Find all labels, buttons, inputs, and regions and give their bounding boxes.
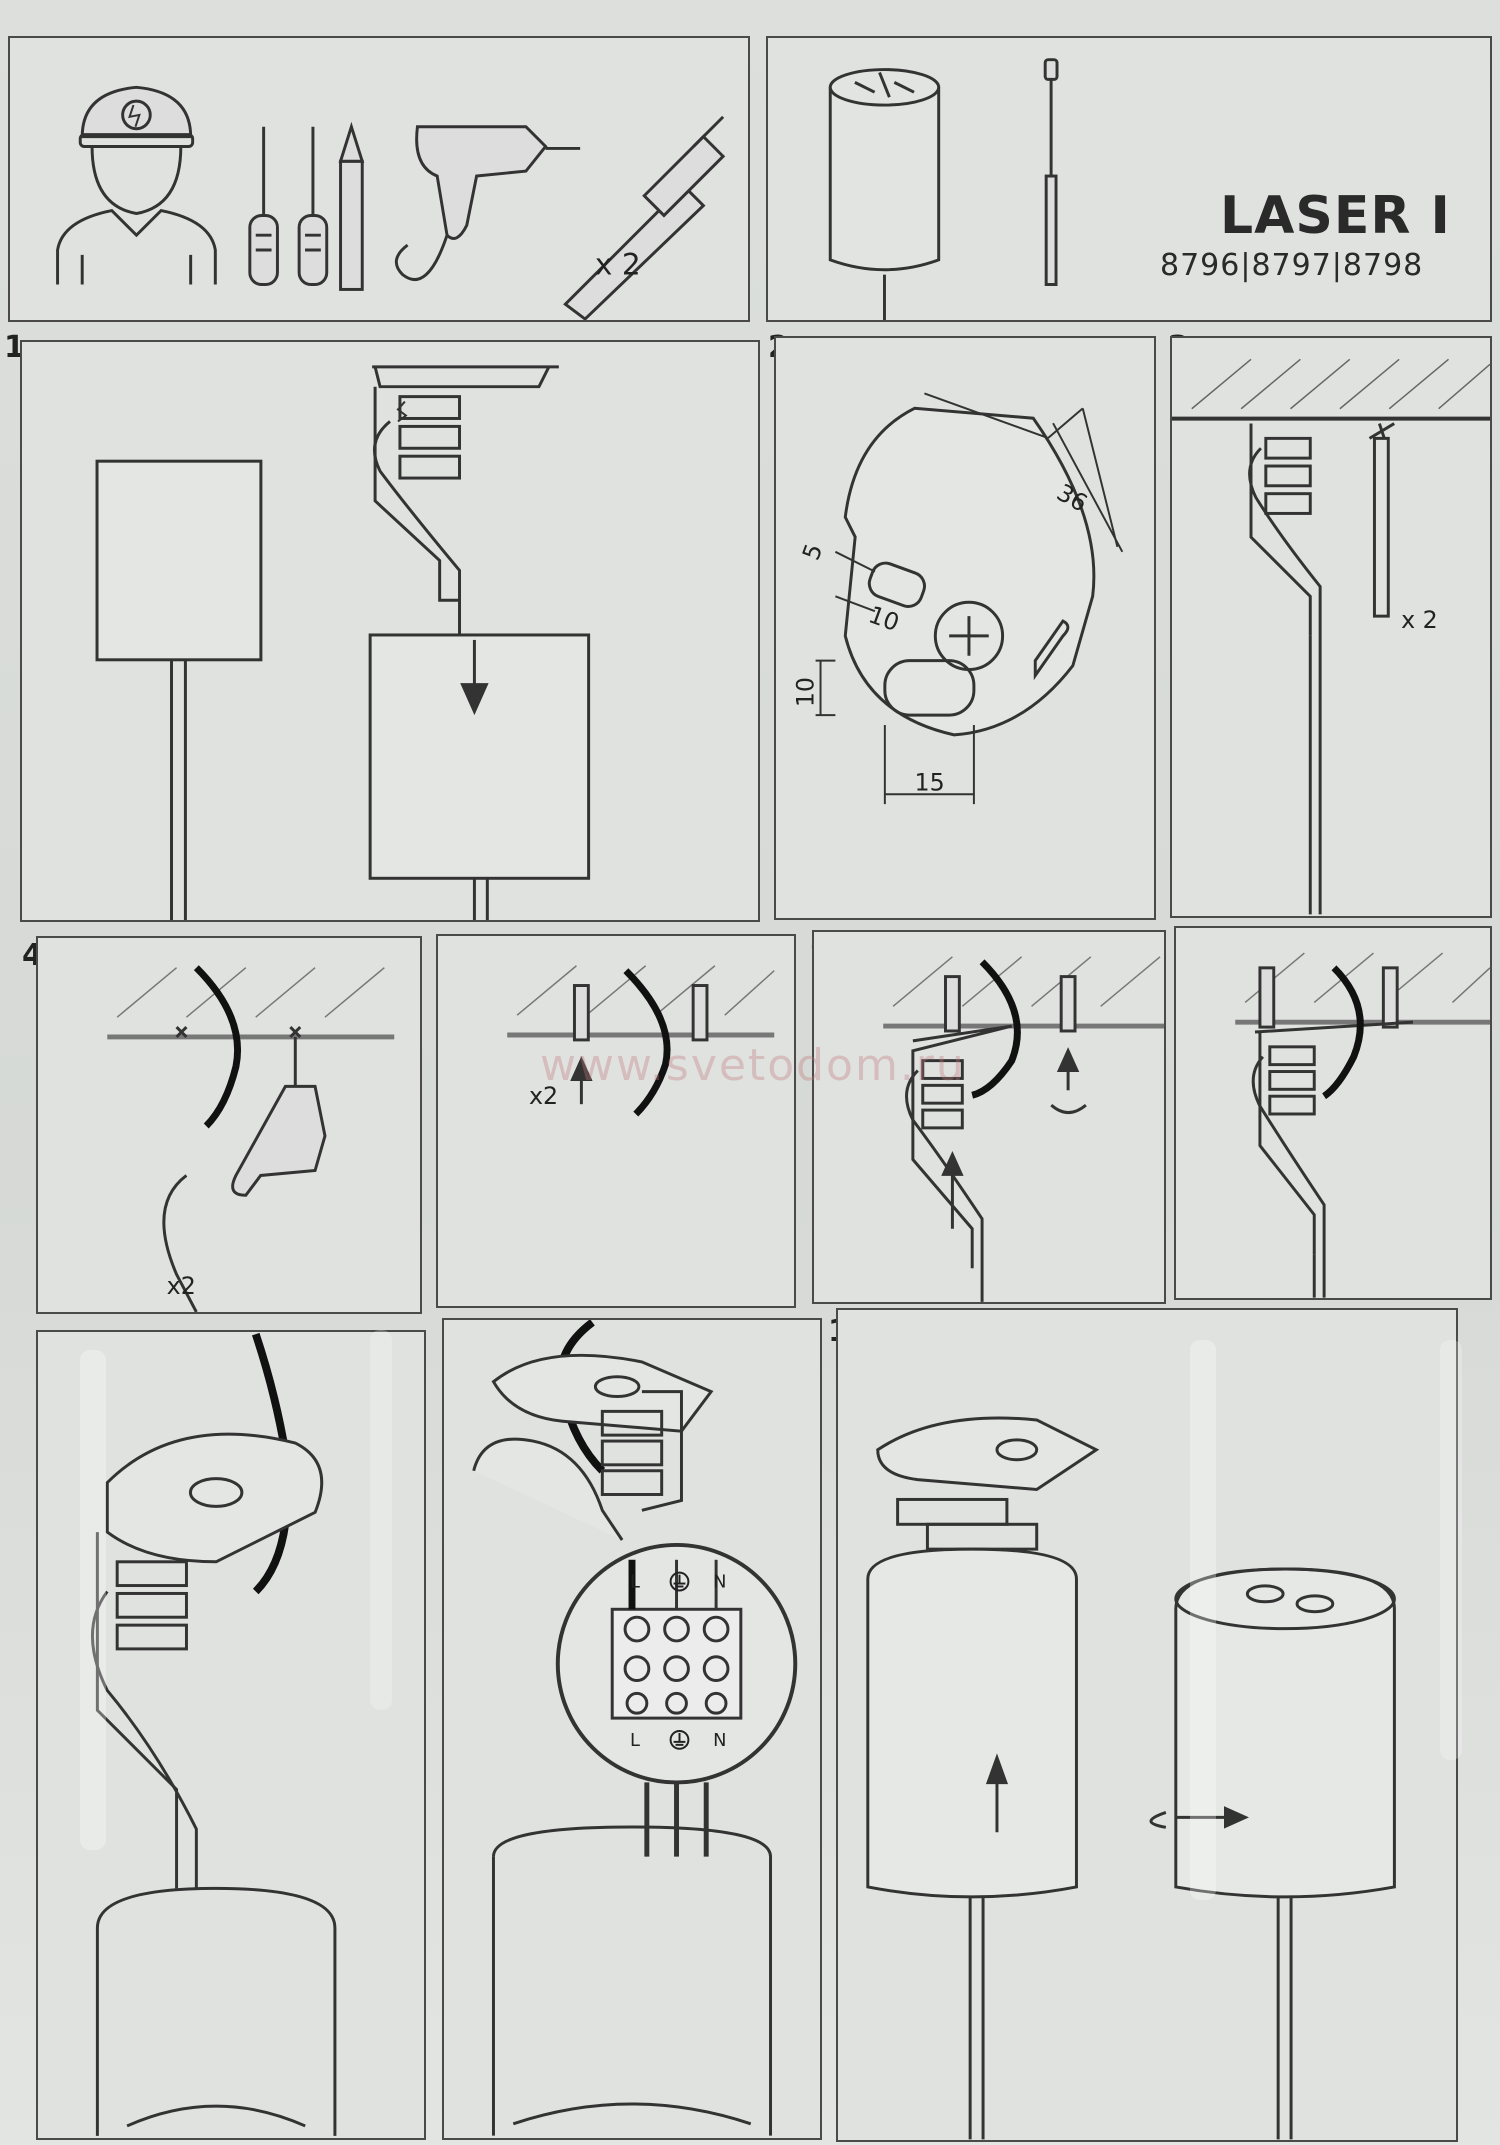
ground-symbol-icon xyxy=(669,1571,690,1592)
terminal-bottom-n: N xyxy=(713,1730,726,1751)
step-5-panel: x2 xyxy=(436,934,796,1308)
product-title: LASER I xyxy=(1220,186,1451,246)
step-3-panel: x 2 xyxy=(1170,336,1492,918)
step-5-illustration: x2 xyxy=(507,965,775,1117)
step-3-quantity: x 2 xyxy=(1401,606,1438,634)
step-4-quantity: x2 xyxy=(167,1272,196,1300)
screwdriver-icon xyxy=(248,126,329,286)
product-panel: LASER I 8796|8797|8798 xyxy=(766,36,1492,322)
step-1-illustration xyxy=(95,365,591,920)
step-7-panel xyxy=(1174,926,1492,1300)
photo-glare xyxy=(1190,1340,1216,1900)
tools-panel: x 2 xyxy=(8,36,750,322)
photo-glare xyxy=(1440,1340,1462,1760)
terminal-bottom-l: L xyxy=(630,1730,640,1751)
dim-15: 15 xyxy=(915,768,945,796)
drill-icon xyxy=(394,125,581,281)
step-9-panel: L N L N xyxy=(442,1318,822,2140)
step-3-illustration: x 2 xyxy=(1172,358,1490,915)
step-5-quantity: x2 xyxy=(529,1082,558,1110)
dowel-screw-icon xyxy=(563,115,726,320)
suspension-rod-icon xyxy=(1043,58,1059,286)
watermark: www.svetodom.ru xyxy=(540,1040,966,1091)
step-6-illustration xyxy=(883,956,1164,1302)
terminal-top-l: L xyxy=(630,1572,640,1593)
dim-5: 5 xyxy=(797,540,828,564)
step-8-panel xyxy=(36,1330,426,2140)
product-codes: 8796|8797|8798 xyxy=(1160,248,1424,283)
step-8-illustration xyxy=(91,1332,337,2136)
step-10-illustration xyxy=(866,1416,1396,2140)
step-10-panel xyxy=(836,1308,1458,2142)
tools-quantity: x 2 xyxy=(595,248,641,282)
step-1-panel xyxy=(20,340,760,922)
step-4-illustration: x2 xyxy=(107,965,395,1312)
tools-illustration: x 2 xyxy=(56,85,726,320)
step-2-illustration: 36 5 10 10 15 xyxy=(792,392,1124,805)
lamp-cylinder-icon xyxy=(828,68,941,320)
step-6-panel xyxy=(812,930,1166,1304)
step-7-illustration xyxy=(1235,952,1490,1298)
step-2-panel: 36 5 10 10 15 xyxy=(774,336,1156,920)
dim-10-hole: 10 xyxy=(792,677,820,707)
electrician-icon xyxy=(56,85,217,285)
step-number-1: 1 xyxy=(4,330,25,365)
terminal-top-n: N xyxy=(713,1572,726,1593)
step-4-panel: x2 xyxy=(36,936,422,1314)
step-9-illustration: L N L N xyxy=(472,1320,798,2136)
pencil-icon xyxy=(338,121,365,291)
product-illustration xyxy=(828,58,1059,320)
photo-glare xyxy=(370,1330,392,1710)
photo-glare xyxy=(80,1350,106,1850)
ground-symbol-icon xyxy=(669,1729,690,1750)
